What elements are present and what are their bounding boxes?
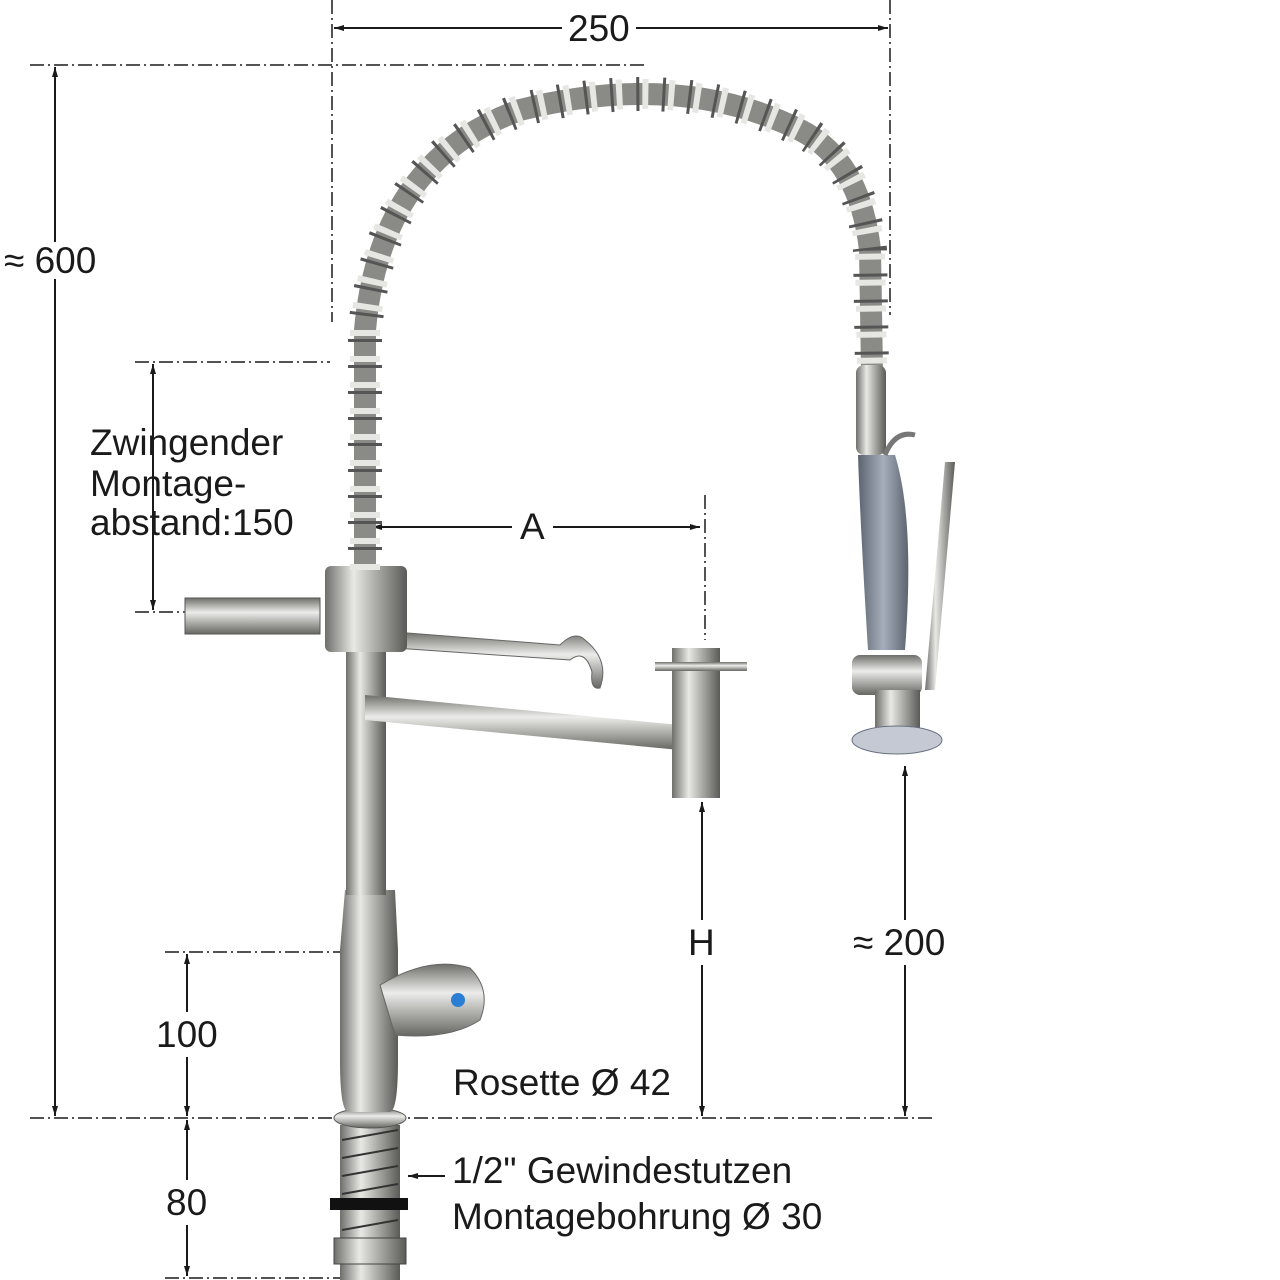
spray-head [851,365,955,755]
dim-shank-label: 80 [166,1180,208,1225]
dim-height-total-label: ≈ 600 [4,240,97,281]
thread-label: 1/2" Gewindestutzen [452,1150,793,1191]
extension-lines [30,0,935,1279]
dim-width-label: 250 [562,10,636,47]
dim-valve-height-label: 100 [156,1012,218,1057]
drill-hole-label: Montagebohrung Ø 30 [452,1196,823,1237]
threaded-shank [330,1125,408,1280]
column [346,650,386,895]
hook-arm [394,631,604,689]
pre-rinse-spring [354,83,883,570]
valve-body [340,950,398,1112]
mounting-distance-line2: Montage- [90,463,247,504]
swivel-spout [365,695,680,750]
spring-collar [325,566,407,652]
wall-bracket [184,597,321,635]
dim-spray-height-label: ≈ 200 [853,920,946,965]
spout-outlet [672,648,720,798]
rosette-label: Rosette Ø 42 [453,1062,672,1103]
dim-h-label: H [688,920,715,965]
mounting-distance-line1: Zwingender [90,422,284,463]
mounting-distance-line3: abstand:150 [90,502,294,543]
valve-handle [379,963,485,1037]
spray-lever [925,462,955,690]
dim-a-label: A [512,508,553,545]
handle-dot [451,993,465,1007]
